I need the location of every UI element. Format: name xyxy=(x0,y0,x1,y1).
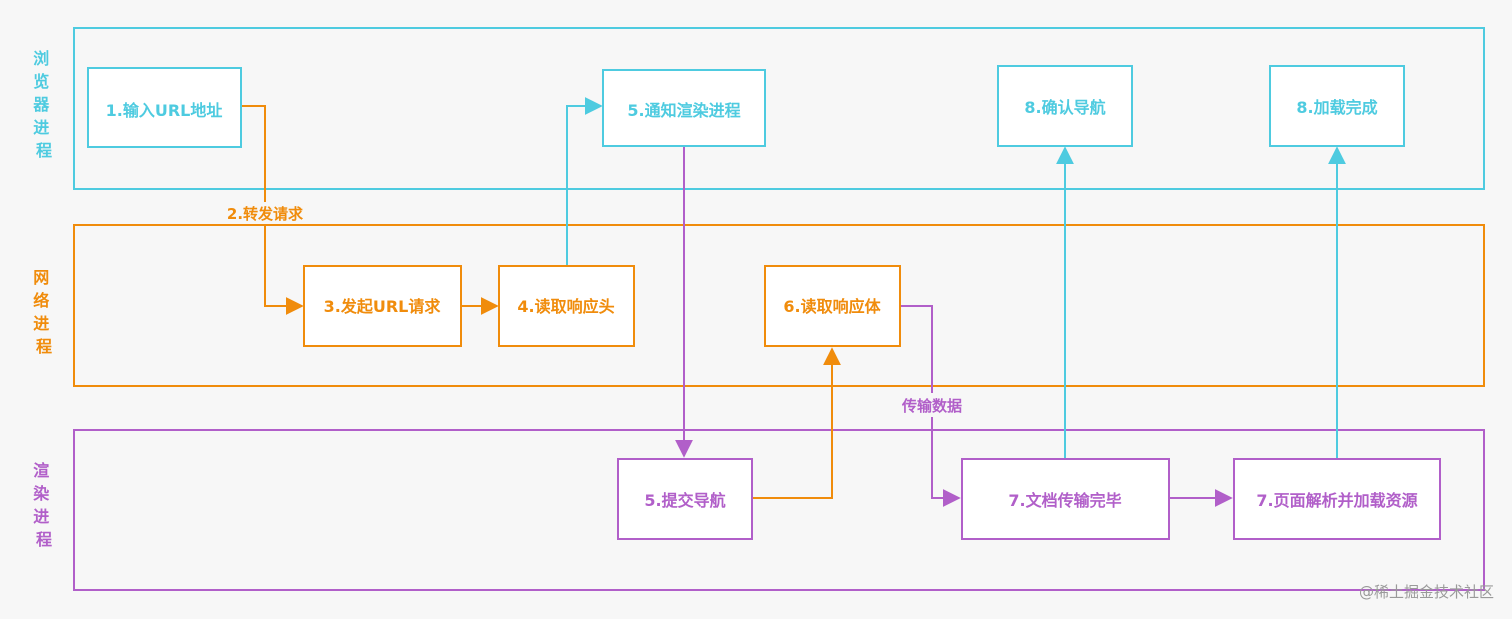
edge-commit-to-body xyxy=(752,347,841,499)
box-input-url-label: 1.输入URL地址 xyxy=(106,101,223,120)
box-parse-load-resources: 7.页面解析并加载资源 xyxy=(1233,458,1441,540)
box-read-body: 6.读取响应体 xyxy=(764,265,901,347)
transfer-data-label: 传输数据 xyxy=(901,397,962,415)
renderer-process-lane: 渲 染 进 程 xyxy=(32,429,1485,591)
box-parse-load-resources-label: 7.页面解析并加载资源 xyxy=(1256,491,1417,510)
browser-process-lane: 浏 览 器 进 程 xyxy=(32,27,1485,190)
edge-labels: 2.转发请求 传输数据 xyxy=(219,202,976,417)
box-commit-navigation-label: 5.提交导航 xyxy=(644,491,725,510)
box-read-body-label: 6.读取响应体 xyxy=(783,297,881,316)
box-confirm-navigation-label: 8.确认导航 xyxy=(1024,98,1105,117)
box-start-request: 3.发起URL请求 xyxy=(303,265,462,347)
edge-headers-to-notify xyxy=(566,97,603,265)
box-commit-navigation: 5.提交导航 xyxy=(617,458,753,540)
box-confirm-navigation: 8.确认导航 xyxy=(997,65,1133,147)
watermark: @稀土掘金技术社区 xyxy=(1359,583,1494,601)
box-read-headers-label: 4.读取响应头 xyxy=(517,297,614,316)
box-input-url: 1.输入URL地址 xyxy=(87,67,242,148)
box-doc-transfer-done-label: 7.文档传输完毕 xyxy=(1008,491,1121,510)
box-notify-renderer-label: 5.通知渲染进程 xyxy=(627,101,740,120)
box-notify-renderer: 5.通知渲染进程 xyxy=(602,69,766,147)
box-doc-transfer-done: 7.文档传输完毕 xyxy=(961,458,1170,540)
network-lane-label: 网 络 进 程 xyxy=(33,268,55,356)
browser-lane-label: 浏 览 器 进 程 xyxy=(32,49,55,160)
box-read-headers: 4.读取响应头 xyxy=(498,265,635,347)
box-load-done: 8.加载完成 xyxy=(1269,65,1405,147)
forward-request-label: 2.转发请求 xyxy=(227,205,304,223)
renderer-lane-label: 渲 染 进 程 xyxy=(32,461,55,549)
network-process-lane: 网 络 进 程 xyxy=(33,224,1485,387)
box-load-done-label: 8.加载完成 xyxy=(1296,98,1377,117)
box-start-request-label: 3.发起URL请求 xyxy=(324,297,442,316)
